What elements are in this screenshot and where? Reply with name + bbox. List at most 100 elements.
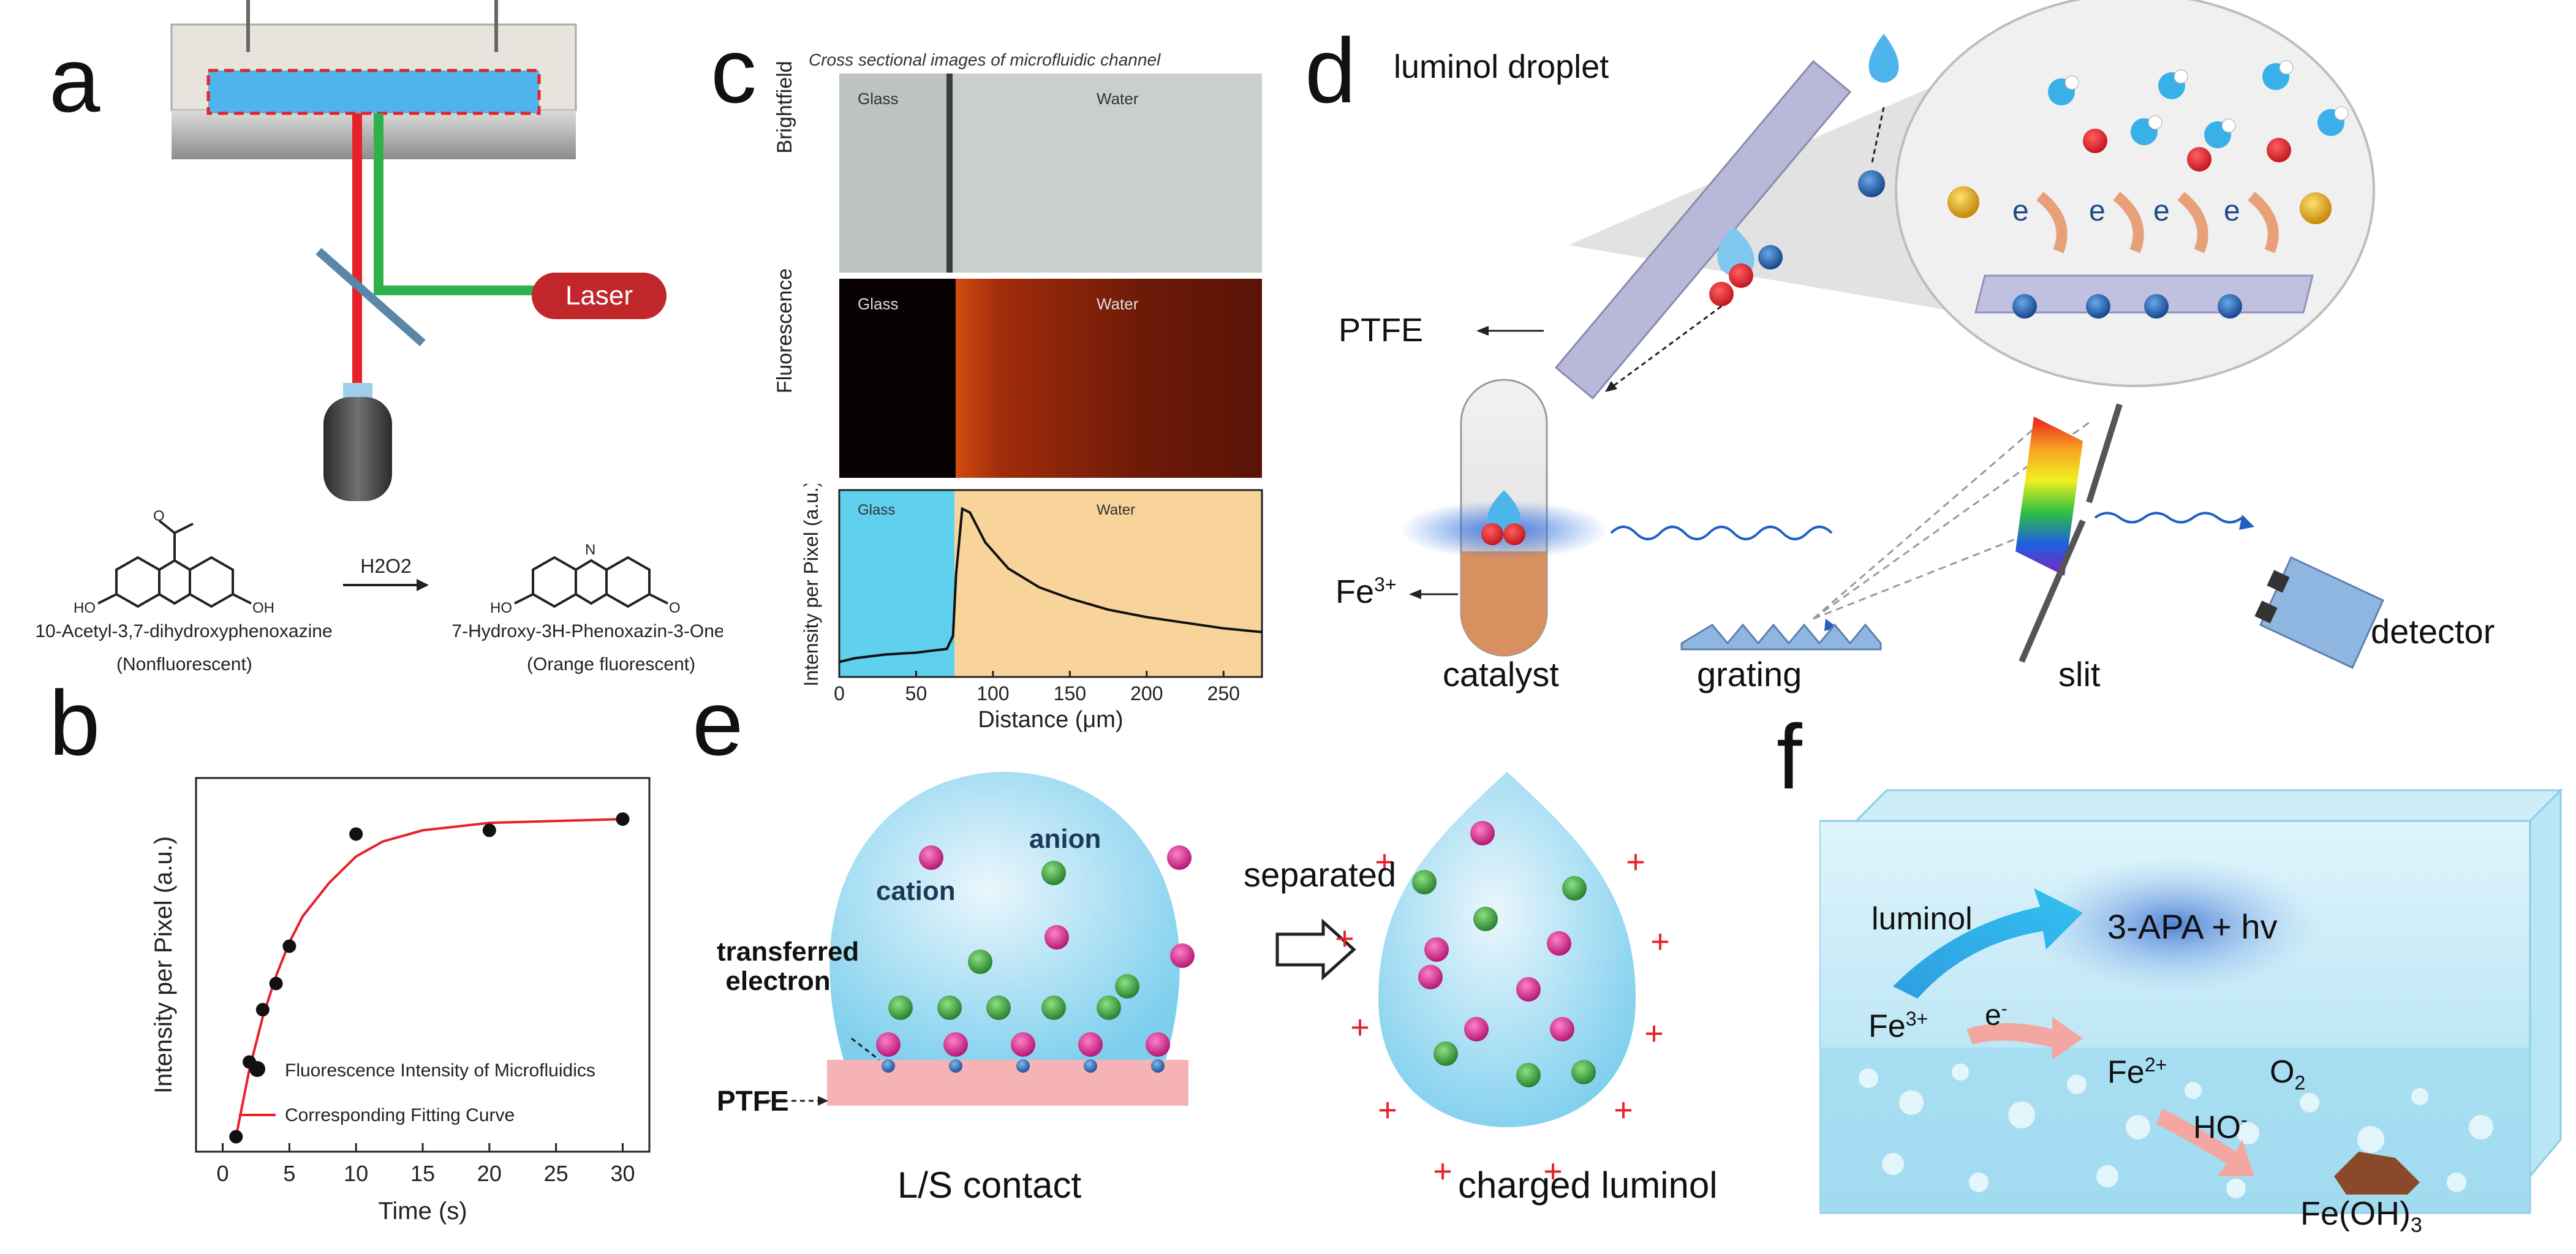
label-detector: detector	[2371, 612, 2495, 651]
x-tick-label: 250	[1207, 682, 1240, 704]
region-label-glass: Glass	[858, 502, 895, 518]
product-name: 7-Hydroxy-3H-Phenoxazin-3-One	[451, 621, 723, 641]
label-o2: O2	[2270, 1054, 2306, 1094]
row-label-fluorescence: Fluorescence	[773, 268, 796, 394]
svg-text:e: e	[2153, 195, 2170, 227]
data-point	[229, 1130, 243, 1144]
y-axis-label: Intensity per Pixel (a.u.)	[150, 836, 177, 1093]
svg-text:+: +	[1626, 844, 1645, 880]
region-label-water: Water	[1097, 502, 1135, 518]
label-slit: slit	[2058, 655, 2101, 693]
label-anion: anion	[1029, 824, 1101, 854]
reactant-o-label: O	[153, 508, 165, 524]
svg-text:Laser: Laser	[565, 281, 633, 311]
label-3apa: 3-APA + hv	[2107, 907, 2278, 946]
product-desc: (Orange fluorescent)	[527, 654, 696, 674]
grating-icon	[1680, 623, 1882, 651]
label-ls-contact: L/S contact	[897, 1165, 1082, 1206]
svg-text:+: +	[1335, 920, 1354, 957]
x-tick-label: 25	[544, 1161, 568, 1186]
svg-text:+: +	[1375, 844, 1394, 880]
svg-text:e: e	[2224, 195, 2240, 227]
panel-letter-d: d	[1305, 19, 1356, 122]
panel-letter-b: b	[49, 671, 100, 774]
label-cation: cation	[876, 876, 956, 906]
panel-f-diagram	[1819, 788, 2563, 1214]
electron-transfer-labels: e e e e	[2012, 195, 2240, 227]
panel-letter-c: c	[711, 19, 757, 122]
svg-text:Glass: Glass	[858, 295, 898, 313]
svg-text:Glass: Glass	[858, 89, 898, 108]
brightfield-image: Glass Water	[839, 74, 1262, 273]
reactant-oh-label: OH	[252, 600, 274, 616]
reactant-desc: (Nonfluorescent)	[116, 654, 252, 674]
svg-text:+: +	[1350, 1009, 1370, 1046]
laser-source: Laser	[532, 273, 667, 319]
reaction-arrow	[343, 579, 429, 591]
emission-cloud	[2028, 858, 2322, 992]
label-feoh3: Fe(OH)3	[2300, 1195, 2422, 1237]
x-axis-label: Distance (μm)	[978, 707, 1123, 733]
precipitate-icon	[2334, 1152, 2420, 1195]
panel-c-title: Cross sectional images of microfluidic c…	[809, 50, 1161, 69]
emission-wave	[1610, 526, 1833, 540]
microfluidic-chip	[206, 69, 541, 115]
legend-label-curve: Corresponding Fitting Curve	[285, 1105, 515, 1125]
glass-region	[839, 490, 955, 677]
reagent-label: H2O2	[360, 555, 412, 577]
x-tick-label: 50	[905, 682, 927, 704]
svg-text:+: +	[1614, 1092, 1633, 1128]
data-point	[255, 1003, 270, 1017]
svg-text:+: +	[1644, 1015, 1664, 1052]
spectrum-icon	[2015, 417, 2083, 576]
product-structure	[514, 556, 668, 608]
label-ptfe-d: PTFE	[1339, 312, 1424, 349]
panel-d-diagram: e e e e	[1400, 0, 2384, 669]
product-o-label: O	[669, 600, 681, 616]
fluorescence-image: Glass Water	[839, 279, 1262, 478]
anions-charged	[1412, 870, 1596, 1087]
x-tick-label: 10	[344, 1161, 368, 1186]
panel-letter-e: e	[692, 671, 744, 774]
ptfe-channel	[1554, 59, 1852, 400]
luminol-arrow	[1893, 888, 2083, 999]
oxidation-arrow	[2156, 1109, 2254, 1176]
x-tick-label: 5	[283, 1161, 295, 1186]
label-electron-f: e-	[1985, 999, 2008, 1032]
ptfe-substrate	[827, 1060, 1188, 1106]
svg-text:Water: Water	[1097, 89, 1139, 108]
cations-ls	[876, 845, 1195, 1057]
water-region	[954, 490, 1262, 677]
slit-bottom	[2019, 519, 2086, 663]
panel-letter-f: f	[1777, 705, 1802, 808]
data-point	[269, 976, 283, 991]
svg-text:e: e	[2012, 195, 2029, 227]
product-ho-label: HO	[490, 600, 512, 616]
electron-ball	[1858, 170, 1885, 197]
legend-label-points: Fluorescence Intensity of Microfluidics	[285, 1060, 595, 1081]
water-molecules	[2048, 60, 2349, 172]
reactant-ho-label: HO	[74, 600, 96, 616]
svg-text:e: e	[2089, 195, 2106, 227]
svg-text:+: +	[1378, 1092, 1397, 1128]
label-catalyst: catalyst	[1443, 655, 1559, 693]
label-luminol-droplet: luminol droplet	[1394, 48, 1609, 85]
label-ho: HO-	[2193, 1109, 2248, 1146]
objective-lens	[323, 383, 392, 501]
reactant-structure	[97, 519, 252, 608]
surface-electrons	[2012, 294, 2242, 319]
label-fe3-f: Fe3+	[1868, 1008, 1928, 1044]
x-tick-label: 100	[976, 682, 1009, 704]
x-tick-label: 200	[1130, 682, 1163, 704]
product-n-label: N	[585, 542, 595, 558]
nanoparticle-left	[1947, 186, 1979, 218]
laser-beam-paths	[315, 113, 551, 383]
row-label-brightfield: Brightfield	[773, 61, 796, 154]
x-tick-label: 150	[1054, 682, 1086, 704]
surface-charges: + + + + + + + + + +	[1335, 844, 1670, 1190]
label-fe3-d: Fe3+	[1335, 573, 1397, 610]
label-ptfe-e: PTFE	[717, 1085, 789, 1117]
label-charged-luminol: charged luminol	[1458, 1165, 1718, 1206]
